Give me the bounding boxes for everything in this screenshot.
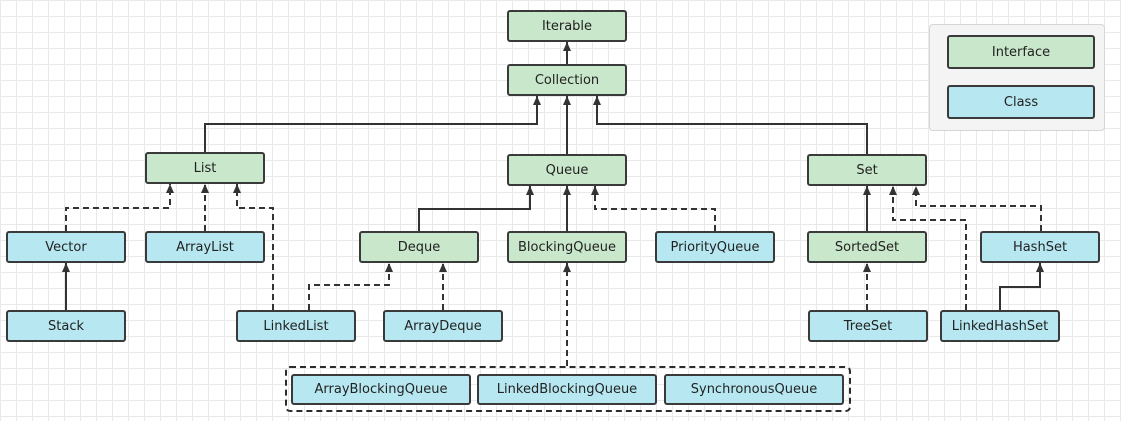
arrowhead xyxy=(563,186,571,195)
edge-deque-to-queue xyxy=(418,186,534,231)
arrowhead xyxy=(563,42,571,51)
node-collection[interactable]: Collection xyxy=(507,64,627,96)
node-iterable[interactable]: Iterable xyxy=(507,10,627,42)
node-collection-label: Collection xyxy=(534,72,600,88)
node-treeset[interactable]: TreeSet xyxy=(808,310,928,342)
legend-interface-label: Interface xyxy=(991,44,1051,60)
legend-class-swatch: Class xyxy=(947,85,1095,119)
node-arraylist-label: ArrayList xyxy=(176,239,234,255)
node-synchronousqueue-label: SynchronousQueue xyxy=(690,382,818,397)
node-arrayblockingqueue-label: ArrayBlockingQueue xyxy=(314,382,448,397)
node-linkedblockingqueue-label: LinkedBlockingQueue xyxy=(496,382,638,397)
legend: Interface Class xyxy=(929,24,1105,131)
node-arrayblockingqueue[interactable]: ArrayBlockingQueue xyxy=(291,374,471,405)
node-sortedset[interactable]: SortedSet xyxy=(807,231,927,263)
edge-stack-to-vector xyxy=(62,263,70,310)
node-list[interactable]: List xyxy=(145,152,265,184)
edge-list-to-collection xyxy=(204,96,541,152)
legend-interface-swatch: Interface xyxy=(947,35,1095,69)
arrowhead xyxy=(912,186,920,195)
node-linkedblockingqueue[interactable]: LinkedBlockingQueue xyxy=(477,374,657,405)
node-sortedset-label: SortedSet xyxy=(834,239,900,255)
node-priorityqueue-label: PriorityQueue xyxy=(670,239,760,255)
arrowhead xyxy=(889,186,897,195)
node-linkedhashset[interactable]: LinkedHashSet xyxy=(940,310,1060,342)
node-set-label: Set xyxy=(856,162,878,178)
node-arraydeque[interactable]: ArrayDeque xyxy=(383,310,503,342)
arrowhead xyxy=(863,263,871,272)
edge-hashset-to-set xyxy=(912,186,1042,231)
node-deque-label: Deque xyxy=(397,239,441,255)
arrowhead xyxy=(563,263,571,272)
arrowhead xyxy=(533,96,541,105)
node-deque[interactable]: Deque xyxy=(359,231,479,263)
arrowhead xyxy=(62,263,70,272)
node-list-label: List xyxy=(193,160,217,176)
node-synchronousqueue[interactable]: SynchronousQueue xyxy=(664,374,844,405)
arrowhead xyxy=(201,184,209,193)
node-blockingqueue[interactable]: BlockingQueue xyxy=(507,231,627,263)
edge-linkedhashset-to-set xyxy=(889,186,967,310)
edge-linkedlist-to-deque xyxy=(308,263,393,310)
node-queue[interactable]: Queue xyxy=(507,154,627,186)
node-linkedlist-label: LinkedList xyxy=(263,318,329,334)
node-vector-label: Vector xyxy=(45,239,87,255)
node-hashset[interactable]: HashSet xyxy=(980,231,1100,263)
edge-blockingqueue-to-queue xyxy=(563,186,571,231)
edge-queue-to-collection xyxy=(563,96,571,154)
edge-linkedlist-to-list xyxy=(233,184,274,310)
node-linkedhashset-label: LinkedHashSet xyxy=(951,318,1049,334)
node-set[interactable]: Set xyxy=(807,154,927,186)
edge-blocking-queue-implementations-to-blockingqueue xyxy=(563,263,571,366)
edge-treeset-to-sortedset xyxy=(863,263,871,310)
edge-sortedset-to-set xyxy=(863,186,871,231)
arrowhead xyxy=(591,186,599,195)
arrowhead xyxy=(385,263,393,272)
edge-arraydeque-to-deque xyxy=(439,263,447,310)
node-priorityqueue[interactable]: PriorityQueue xyxy=(655,231,775,263)
arrowhead xyxy=(863,186,871,195)
node-queue-label: Queue xyxy=(545,162,589,178)
arrowhead xyxy=(1036,263,1044,272)
arrowhead xyxy=(593,96,601,105)
legend-class-label: Class xyxy=(1003,94,1039,110)
edge-linkedhashset-to-hashset xyxy=(999,263,1044,310)
node-arraylist[interactable]: ArrayList xyxy=(145,231,265,263)
node-vector[interactable]: Vector xyxy=(6,231,126,263)
arrowhead xyxy=(439,263,447,272)
edge-collection-to-iterable xyxy=(563,42,571,64)
arrowhead xyxy=(526,186,534,195)
edge-arraylist-to-list xyxy=(201,184,209,231)
edge-set-to-collection xyxy=(593,96,868,154)
node-stack-label: Stack xyxy=(48,318,84,334)
arrowhead xyxy=(563,96,571,105)
node-hashset-label: HashSet xyxy=(1012,239,1068,255)
arrowhead xyxy=(166,184,174,193)
node-iterable-label: Iterable xyxy=(541,18,593,34)
blocking-queue-implementations xyxy=(285,366,851,412)
arrowhead xyxy=(233,184,241,193)
node-linkedlist[interactable]: LinkedList xyxy=(236,310,356,342)
node-stack[interactable]: Stack xyxy=(6,310,126,342)
edge-vector-to-list xyxy=(65,184,174,231)
node-blockingqueue-label: BlockingQueue xyxy=(518,239,616,255)
edge-priorityqueue-to-queue xyxy=(591,186,716,231)
node-treeset-label: TreeSet xyxy=(843,318,893,334)
node-arraydeque-label: ArrayDeque xyxy=(404,318,482,334)
